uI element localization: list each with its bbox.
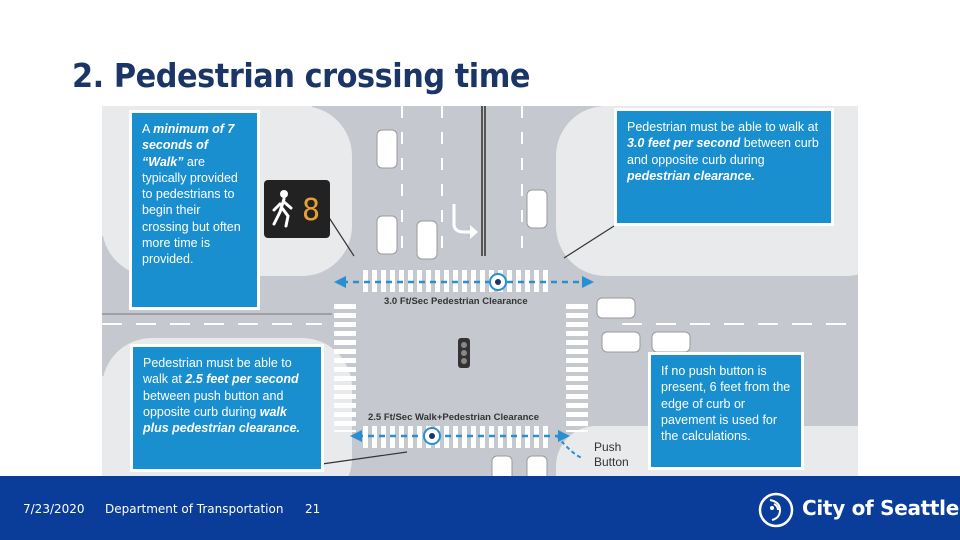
- svg-text:8: 8: [302, 193, 320, 228]
- top-crossing-label: 3.0 Ft/Sec Pedestrian Clearance: [384, 296, 528, 307]
- bottom-crossing-label: 2.5 Ft/Sec Walk+Pedestrian Clearance: [368, 412, 539, 423]
- city-logo-text: City of Seattle: [802, 496, 960, 520]
- callout-text: If no push button is present, 6 feet fro…: [661, 364, 791, 444]
- callout-walk-speed: Pedestrian must be able to walk at 2.5 f…: [130, 344, 324, 472]
- callout-emphasis: pedestrian clearance.: [627, 168, 755, 183]
- push-label-line2: Button: [594, 455, 629, 469]
- callout-walk-minimum: A minimum of 7 seconds of “Walk” are typ…: [129, 110, 260, 310]
- slide-title: 2. Pedestrian crossing time: [72, 56, 531, 95]
- footer-department: Department of Transportation: [105, 502, 284, 516]
- callout-text: Pedestrian must be able to walk at: [143, 356, 292, 387]
- push-button-label: Push Button: [594, 440, 629, 470]
- callout-text: A: [142, 122, 154, 136]
- callout-emphasis: walk plus pedestrian clearance.: [143, 404, 301, 436]
- seattle-seal-icon: [758, 492, 794, 533]
- callout-text: between push button and opposite curb du…: [143, 388, 284, 419]
- callout-emphasis: 2.5 feet per second: [185, 372, 299, 387]
- footer-date: 7/23/2020: [23, 502, 85, 516]
- intersection-diagram: 8 A minimum of 7 seconds of “Walk” are t…: [102, 106, 858, 476]
- callout-text: Pedestrian must be able to walk at: [627, 120, 819, 134]
- push-label-line1: Push: [594, 440, 622, 454]
- callout-emphasis: minimum of 7 seconds of “Walk”: [142, 122, 235, 169]
- callout-no-push-button: If no push button is present, 6 feet fro…: [648, 352, 804, 470]
- callout-emphasis: 3.0 feet per second: [627, 136, 741, 151]
- walk-signal-icon: 8: [264, 180, 330, 238]
- callout-text: are typically provided to pedestrians to…: [142, 154, 241, 267]
- footer-page-number: 21: [305, 502, 321, 516]
- callout-clearance-speed: Pedestrian must be able to walk at 3.0 f…: [614, 108, 834, 226]
- footer-bar: 7/23/2020 Department of Transportation 2…: [0, 476, 960, 540]
- callout-text: between curb and opposite curb during: [627, 136, 819, 167]
